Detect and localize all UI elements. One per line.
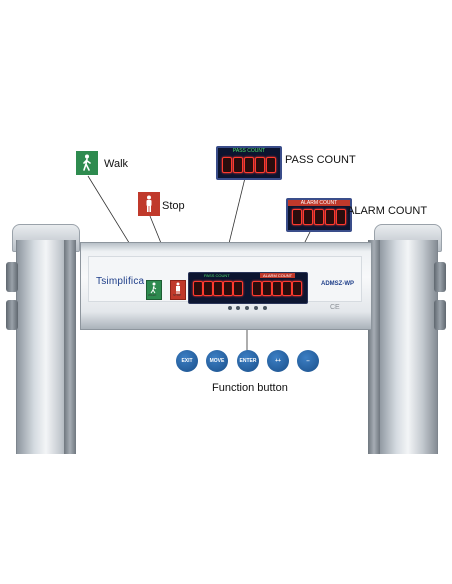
walk-label: Walk <box>104 158 129 170</box>
panel-alarm-title: ALARM COUNT <box>260 273 296 278</box>
alarm-count-caption: ALARM COUNT <box>288 200 350 206</box>
pass-count-digit <box>233 157 243 173</box>
left-pillar-ridge <box>64 240 76 454</box>
pass-count-digit <box>222 157 232 173</box>
decrement-button[interactable]: -- <box>297 350 319 372</box>
pass-count-caption: PASS COUNT <box>232 148 266 154</box>
alarm-count-digit <box>303 209 313 225</box>
panel-alarm-digit <box>292 281 302 296</box>
panel-pass-digit <box>213 281 223 296</box>
panel-pass-digit <box>203 281 213 296</box>
alarm-count-label: ALARM COUNT <box>347 205 428 217</box>
pass-count-digit <box>255 157 265 173</box>
pass-count-digit <box>244 157 254 173</box>
left-pillar-knob-upper <box>6 262 18 292</box>
brand-logo: Tsimplifica <box>96 276 144 287</box>
panel-alarm-digit <box>252 281 262 296</box>
panel-pass-digit <box>233 281 243 296</box>
indicator-dot <box>263 306 267 310</box>
right-pillar <box>378 240 438 454</box>
walk-sign <box>76 151 98 175</box>
ce-mark: CE <box>330 304 340 311</box>
increment-button[interactable]: ++ <box>267 350 289 372</box>
stop-sign <box>138 192 160 216</box>
panel-alarm-digit <box>262 281 272 296</box>
pass-count-digit <box>266 157 276 173</box>
stop-figure-icon <box>176 282 180 294</box>
panel-alarm-digit <box>282 281 292 296</box>
pass-count-label: PASS COUNT <box>285 154 356 166</box>
standing-person-icon <box>146 195 152 212</box>
panel-pass-digit <box>223 281 233 296</box>
mini-stop-label: STOP <box>173 293 182 297</box>
walk-figure-icon <box>150 282 157 294</box>
alarm-count-digit <box>325 209 335 225</box>
enter-button[interactable]: ENTER <box>237 350 259 372</box>
brand-text: Tsimplifica <box>96 276 145 287</box>
alarm-count-digit <box>292 209 302 225</box>
panel-alarm-digit <box>272 281 282 296</box>
indicator-dot <box>245 306 249 310</box>
indicator-dot <box>254 306 258 310</box>
right-pillar-knob-lower <box>434 300 446 330</box>
indicator-dot <box>236 306 240 310</box>
alarm-count-digit <box>336 209 346 225</box>
left-pillar-knob-lower <box>6 300 18 330</box>
mini-walk-indicator <box>146 280 162 300</box>
exit-button[interactable]: EXIT <box>176 350 198 372</box>
walking-person-icon <box>83 154 91 171</box>
move-button[interactable]: MOVE <box>206 350 228 372</box>
model-number: ADMSZ-WP <box>321 281 354 287</box>
alarm-count-digit <box>314 209 324 225</box>
panel-pass-title: PASS COUNT <box>204 273 230 278</box>
function-button-label: Function button <box>212 382 288 394</box>
mini-walk-label: WALK <box>148 293 157 297</box>
stop-label: Stop <box>162 200 185 212</box>
right-pillar-knob-upper <box>434 262 446 292</box>
panel-pass-digit <box>193 281 203 296</box>
mini-stop-indicator <box>170 280 186 300</box>
indicator-dot <box>228 306 232 310</box>
